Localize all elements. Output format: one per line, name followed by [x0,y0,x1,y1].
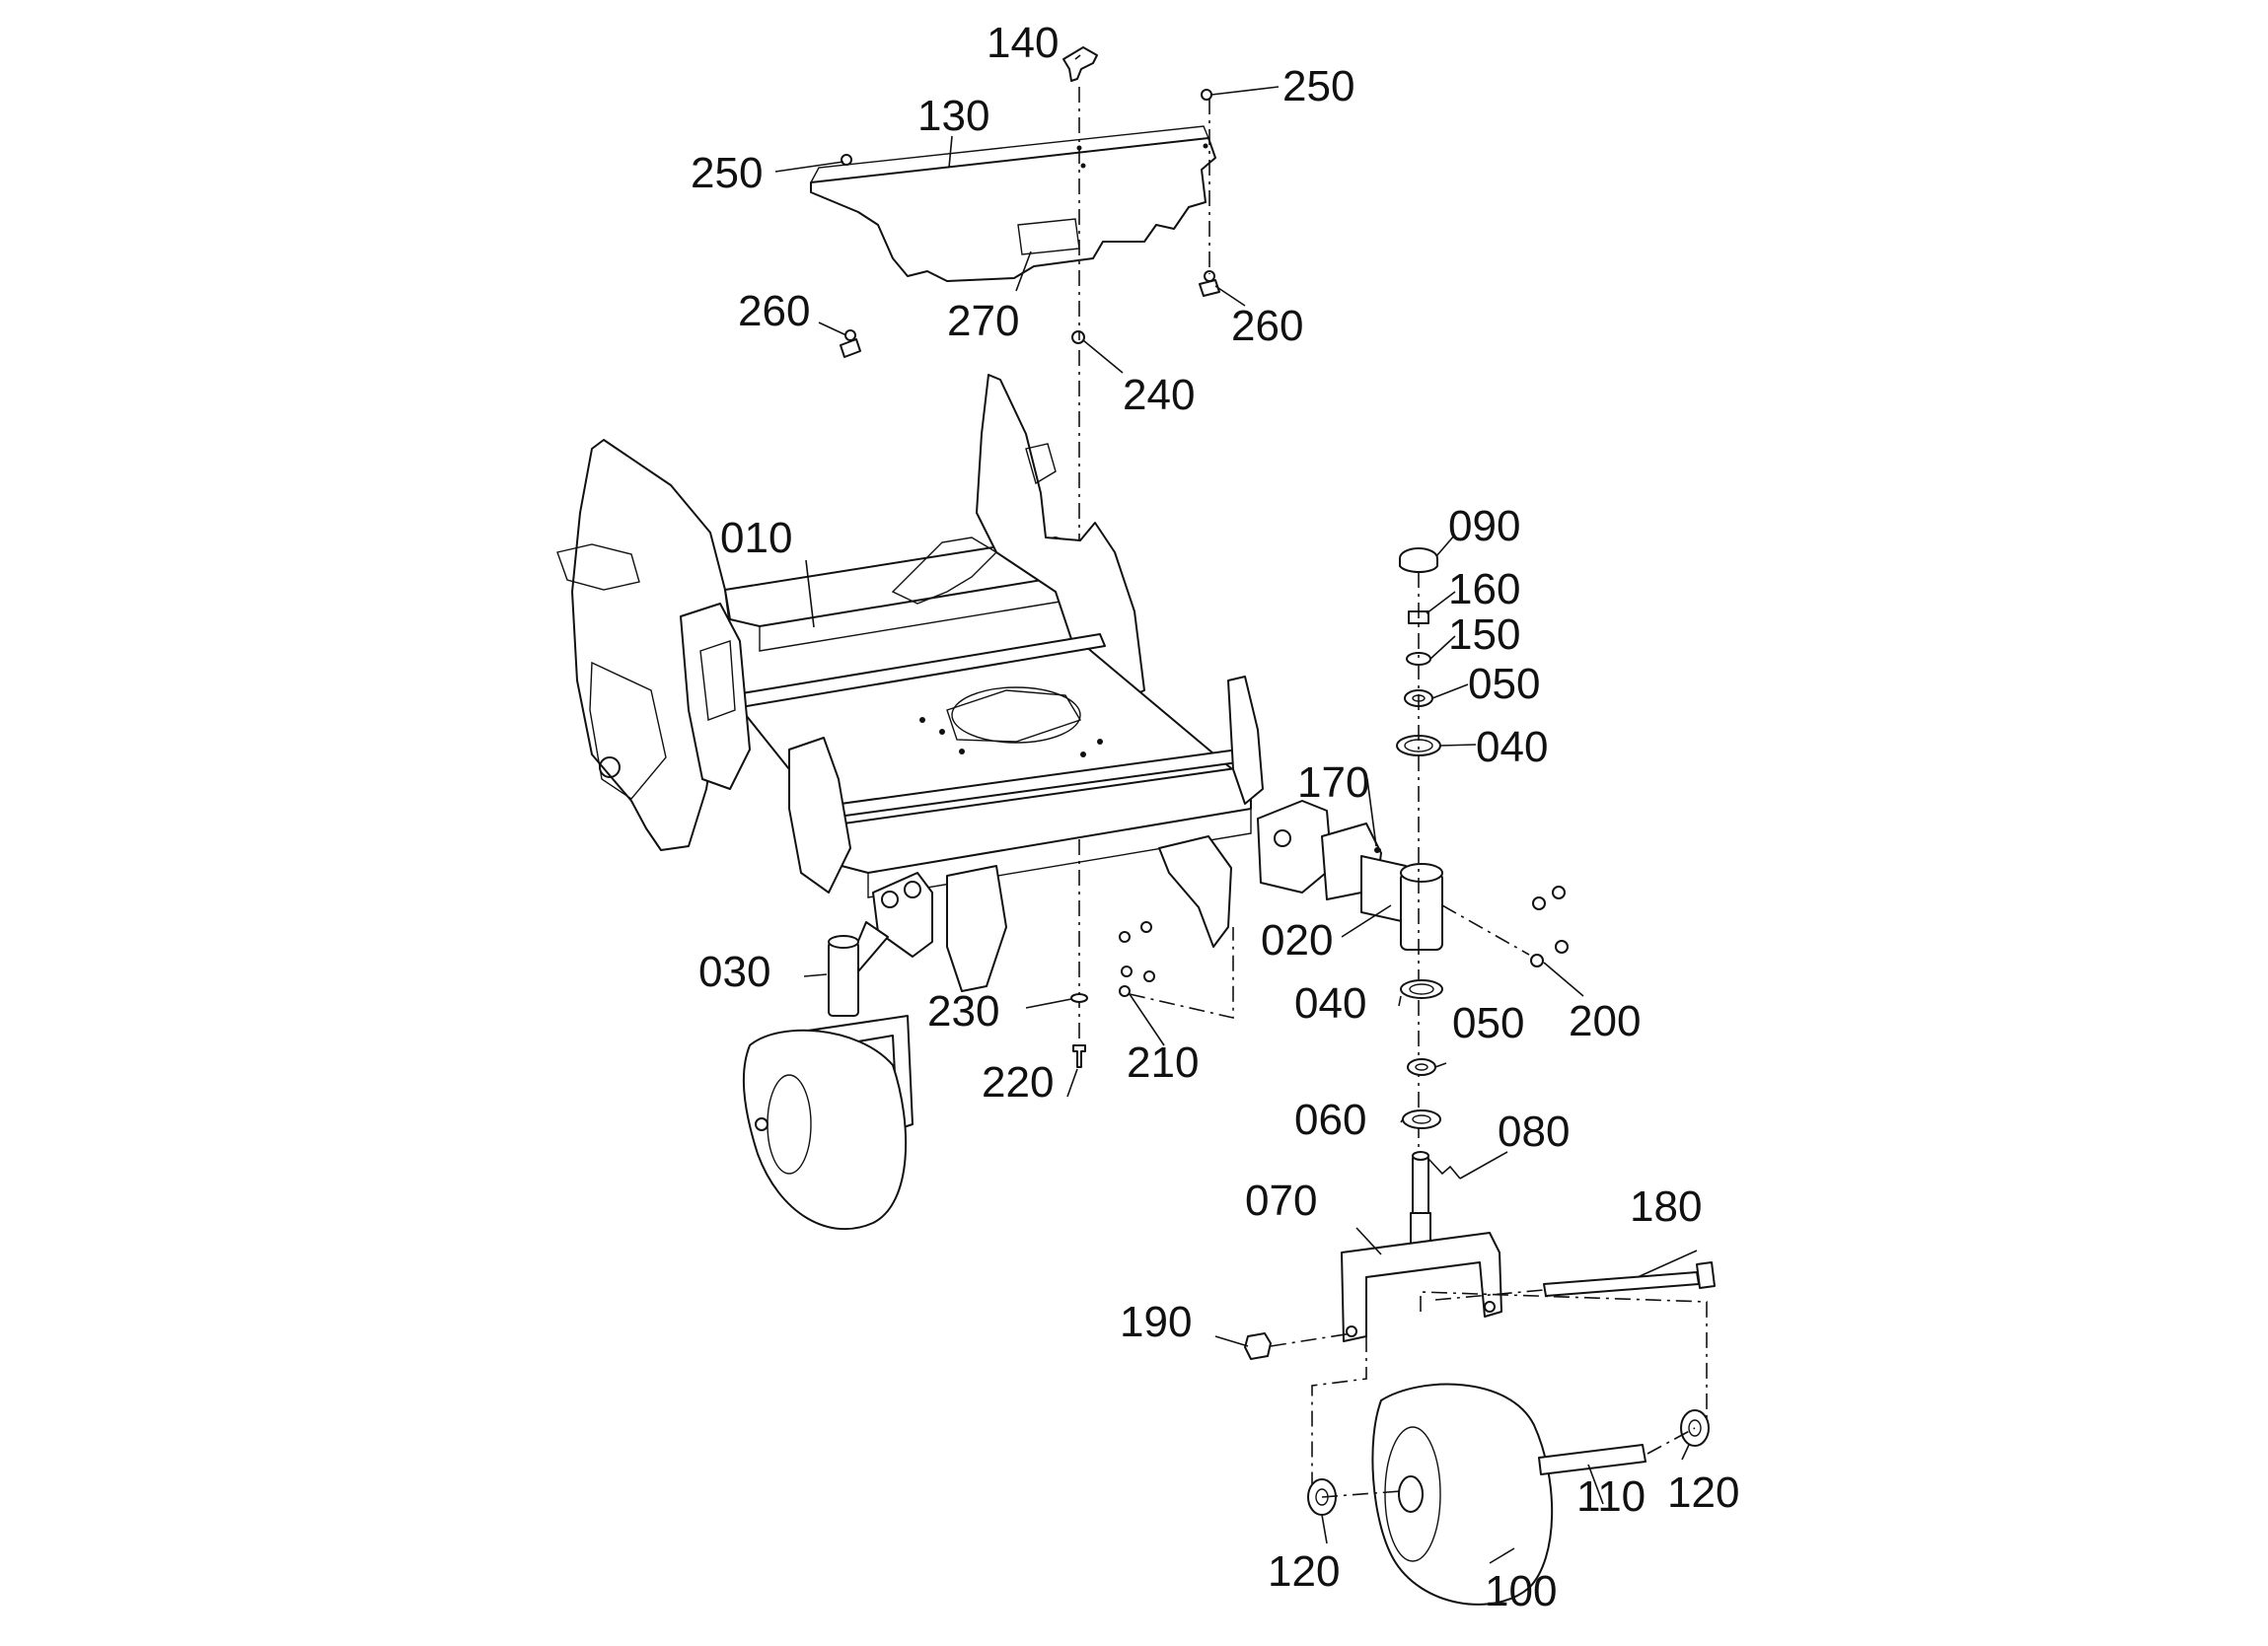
leader-lines [774,54,1698,1564]
callout-220: 220 [982,1058,1054,1107]
callout-160: 160 [1448,565,1520,613]
bolts-200 [1530,886,1569,967]
callout-070: 070 [1245,1177,1317,1225]
callout-020: 020 [1261,916,1333,965]
callout-260-right: 260 [1231,302,1303,350]
spacer-110 [1538,1444,1646,1475]
callout-080: 080 [1498,1108,1570,1156]
bumper-260-right [1199,270,1220,297]
wheel-100 [1371,1383,1554,1606]
nuts-210 [1119,921,1155,997]
cover-plate-130 [810,125,1216,282]
callout-270: 270 [947,297,1019,345]
bearing-050-lower [1407,1058,1436,1076]
callout-110: 110 [1576,1472,1646,1521]
callout-190: 190 [1120,1298,1192,1346]
assembly-line-200 [1441,904,1530,956]
callout-230: 230 [927,987,999,1036]
grease-fitting-080 [1427,1158,1461,1180]
callout-050-upper: 050 [1468,660,1540,708]
bushing-040-lower [1400,979,1443,999]
callout-010: 010 [720,514,792,562]
axle-bolt-180 [1543,1261,1716,1297]
main-frame-010 [556,374,1264,992]
callout-240: 240 [1123,371,1195,419]
callout-040-upper: 040 [1476,723,1548,771]
bolt-220 [1072,1044,1086,1068]
callout-100: 100 [1485,1567,1557,1615]
bearing-060 [1402,1109,1441,1129]
caster-mount-020 [1257,800,1443,951]
caster-fork-070 [1341,1151,1502,1342]
callout-210: 210 [1127,1038,1199,1087]
callout-130: 130 [917,92,989,140]
callout-050-lower: 050 [1452,999,1524,1047]
callout-060: 060 [1294,1096,1366,1144]
assembly-line-210 [1129,927,1234,1020]
callout-170: 170 [1297,758,1369,807]
callout-180: 180 [1630,1182,1702,1231]
callout-120-right: 120 [1667,1468,1739,1517]
callout-040-lower: 040 [1294,979,1366,1028]
assembly-line-left [1311,1336,1367,1484]
assembly-line-right [1420,1291,1708,1420]
callout-250-left: 250 [691,149,763,197]
callout-090: 090 [1448,502,1520,550]
callout-140: 140 [987,19,1059,67]
left-caster-030 [742,872,933,1231]
washer-150 [1406,652,1431,666]
callout-260-left: 260 [738,287,810,335]
bumper-260-left [840,329,861,358]
callout-120-left: 120 [1268,1547,1340,1596]
axis-bolt-180 [1434,1289,1545,1301]
knob-140 [1062,46,1098,82]
washer-230 [1070,993,1088,1003]
nut-190 [1244,1332,1272,1360]
nut-250-left [841,154,852,166]
callout-200: 200 [1569,997,1641,1045]
nut-240 [1071,330,1085,344]
nut-250-right [1201,89,1212,101]
callout-030: 030 [698,948,770,996]
screw-170 [1377,848,1381,852]
callout-250-right: 250 [1282,62,1354,110]
callout-150: 150 [1448,610,1520,659]
axis-nut-190 [1270,1332,1353,1347]
dust-cap-090 [1399,547,1438,573]
axis-wheel-axle [1321,1427,1696,1498]
